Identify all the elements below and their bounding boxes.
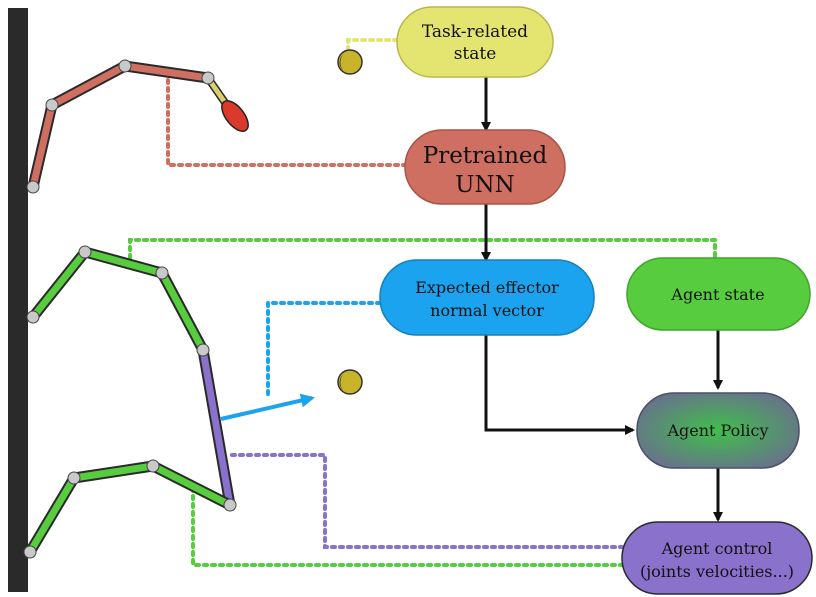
task-state-line-1: Task-related — [422, 22, 528, 42]
effector-line-1: Expected effector — [415, 278, 559, 297]
effector-connector — [266, 301, 382, 396]
node-agent-state: Agent state — [626, 257, 811, 331]
arrow-effector-to-policy — [484, 335, 635, 435]
wall — [8, 8, 28, 592]
joints — [23, 245, 237, 559]
agent-state-label: Agent state — [670, 285, 764, 304]
target-ball-top — [337, 49, 363, 75]
agent-control-line-1: Agent control — [661, 539, 773, 558]
effector-line-2: normal vector — [430, 301, 544, 320]
control-purple-connector — [230, 453, 624, 549]
node-expected-effector-normal-vector: Expected effector normal vector — [379, 259, 595, 336]
unn-line-2: UNN — [455, 172, 515, 198]
node-task-related-state: Task-related state — [396, 6, 554, 78]
control-green-connector — [191, 486, 624, 567]
unn-connector — [166, 78, 407, 167]
agent-control-line-2: (joints velocities...) — [640, 562, 794, 581]
arm-middle — [27, 246, 236, 511]
unn-line-1: Pretrained — [423, 143, 548, 169]
agent-policy-label: Agent Policy — [666, 421, 768, 440]
normal-vector-arrow — [220, 393, 315, 421]
end-effector — [221, 100, 249, 132]
task-state-line-2: state — [454, 44, 497, 64]
target-ball-middle — [337, 369, 363, 395]
node-agent-policy: Agent Policy — [636, 392, 800, 469]
node-agent-control: Agent control (joints velocities...) — [621, 521, 813, 595]
arm-bottom — [24, 460, 236, 558]
dotted-connectors — [128, 38, 717, 567]
arm-top — [26, 59, 249, 194]
node-pretrained-unn: Pretrained UNN — [404, 129, 566, 205]
flow-arrows — [481, 76, 723, 522]
agent-state-connector — [128, 238, 717, 260]
